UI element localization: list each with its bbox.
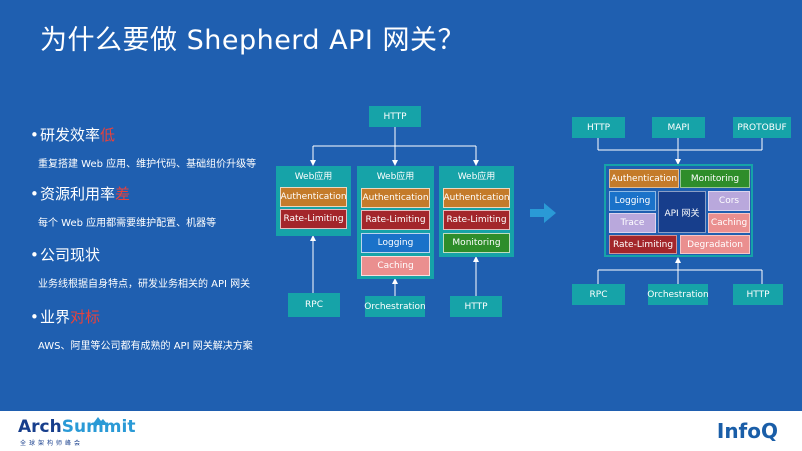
gateway-authentication: Authentication xyxy=(609,169,679,188)
gateway-trace: Trace xyxy=(609,213,656,233)
gateway-logging: Logging xyxy=(609,191,656,211)
web-app-column-3: Web应用 Authentication Rate-Limiting Monit… xyxy=(439,166,514,257)
bullet-4-text: 业界 xyxy=(40,308,71,326)
web-app-column-2: Web应用 Authentication Rate-Limiting Loggi… xyxy=(357,166,434,279)
mountain-logo-icon xyxy=(92,417,108,425)
infoq-logo: InfoQ xyxy=(716,419,778,443)
connector-lines xyxy=(310,127,763,296)
bullet-1-text: 研发效率 xyxy=(40,126,101,144)
bullet-4-highlight: 对标 xyxy=(70,308,101,326)
bullet-2-text: 资源利用率 xyxy=(40,185,116,203)
authentication-block: Authentication xyxy=(280,187,347,207)
archsummit-tagline: 全球架构师峰会 xyxy=(20,440,84,447)
monitoring-block: Monitoring xyxy=(443,233,510,253)
bullet-3: •公司现状 xyxy=(30,246,101,264)
right-mapi-box: MAPI xyxy=(652,117,705,138)
left-http-top-box: HTTP xyxy=(369,106,421,127)
bullet-1-desc: 重复搭建 Web 应用、维护代码、基础组价升级等 xyxy=(38,159,257,170)
bullet-2: •资源利用率差 xyxy=(30,185,131,203)
api-gateway: Authentication Monitoring Logging API 网关… xyxy=(604,164,753,257)
right-http-top-box: HTTP xyxy=(572,117,625,138)
bullet-3-text: 公司现状 xyxy=(40,246,101,264)
bullet-2-highlight: 差 xyxy=(115,185,131,203)
bullet-1: •研发效率低 xyxy=(30,126,116,144)
rate-limiting-block: Rate-Limiting xyxy=(443,210,510,230)
caching-block: Caching xyxy=(361,256,430,276)
gateway-degradation: Degradation xyxy=(680,235,750,254)
right-http-bottom-box: HTTP xyxy=(733,284,783,305)
slide-title: 为什么要做 Shepherd API 网关？ xyxy=(40,25,465,56)
web-app-title: Web应用 xyxy=(294,172,333,182)
archsummit-logo-suffix: Summit xyxy=(61,417,136,437)
gateway-cors: Cors xyxy=(708,191,750,211)
bullet-3-desc: 业务线根据自身特点，研发业务相关的 API 网关 xyxy=(38,279,251,290)
bullet-2-desc: 每个 Web 应用都需要维护配置、机器等 xyxy=(38,218,217,229)
left-orchestration-box: Orchestration xyxy=(364,296,426,317)
right-arrow-icon xyxy=(530,203,556,223)
gateway-center-label: API 网关 xyxy=(658,191,706,233)
authentication-block: Authentication xyxy=(361,188,430,208)
web-app-column-1: Web应用 Authentication Rate-Limiting xyxy=(276,166,351,236)
gateway-caching: Caching xyxy=(708,213,750,233)
right-protobuf-box: PROTOBUF xyxy=(733,117,791,138)
right-rpc-box: RPC xyxy=(572,284,625,305)
gateway-monitoring: Monitoring xyxy=(680,169,750,188)
rate-limiting-block: Rate-Limiting xyxy=(361,210,430,230)
rate-limiting-block: Rate-Limiting xyxy=(280,209,347,229)
web-app-title: Web应用 xyxy=(376,172,415,182)
gateway-rate-limiting: Rate-Limiting xyxy=(609,235,677,254)
logging-block: Logging xyxy=(361,233,430,253)
left-rpc-box: RPC xyxy=(288,293,340,317)
archsummit-logo-prefix: Arch xyxy=(18,417,62,437)
bullet-1-highlight: 低 xyxy=(100,126,116,144)
left-http-bottom-box: HTTP xyxy=(450,296,502,317)
footer-bar: ArchSummit 全球架构师峰会 InfoQ xyxy=(0,411,802,451)
authentication-block: Authentication xyxy=(443,188,510,208)
bullet-4: •业界对标 xyxy=(30,308,101,326)
bullet-4-desc: AWS、阿里等公司都有成熟的 API 网关解决方案 xyxy=(38,341,253,352)
archsummit-logo: ArchSummit xyxy=(18,417,135,437)
web-app-title: Web应用 xyxy=(457,172,496,182)
right-orchestration-box: Orchestration xyxy=(647,284,709,305)
